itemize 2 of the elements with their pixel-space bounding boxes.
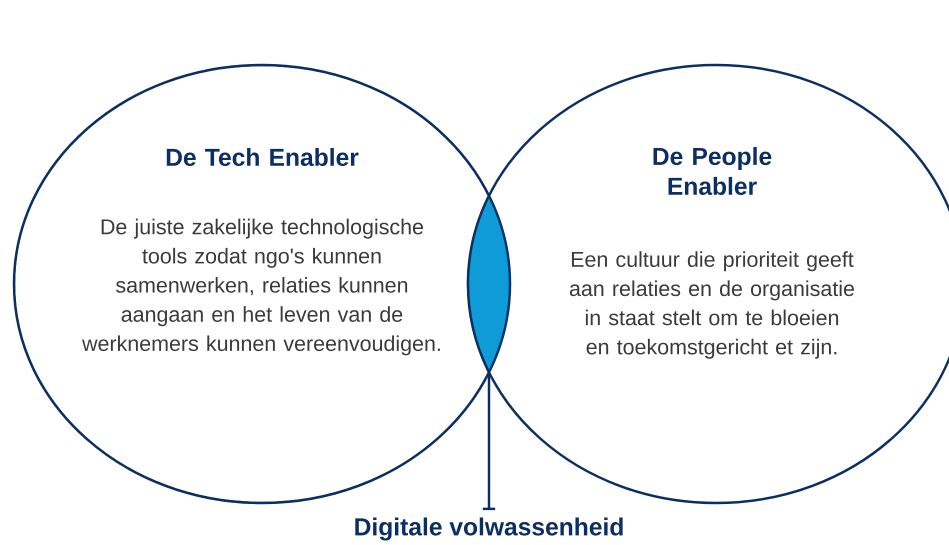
overlap-label: Digitale volwassenheid <box>355 517 623 541</box>
leader-line <box>482 372 496 510</box>
